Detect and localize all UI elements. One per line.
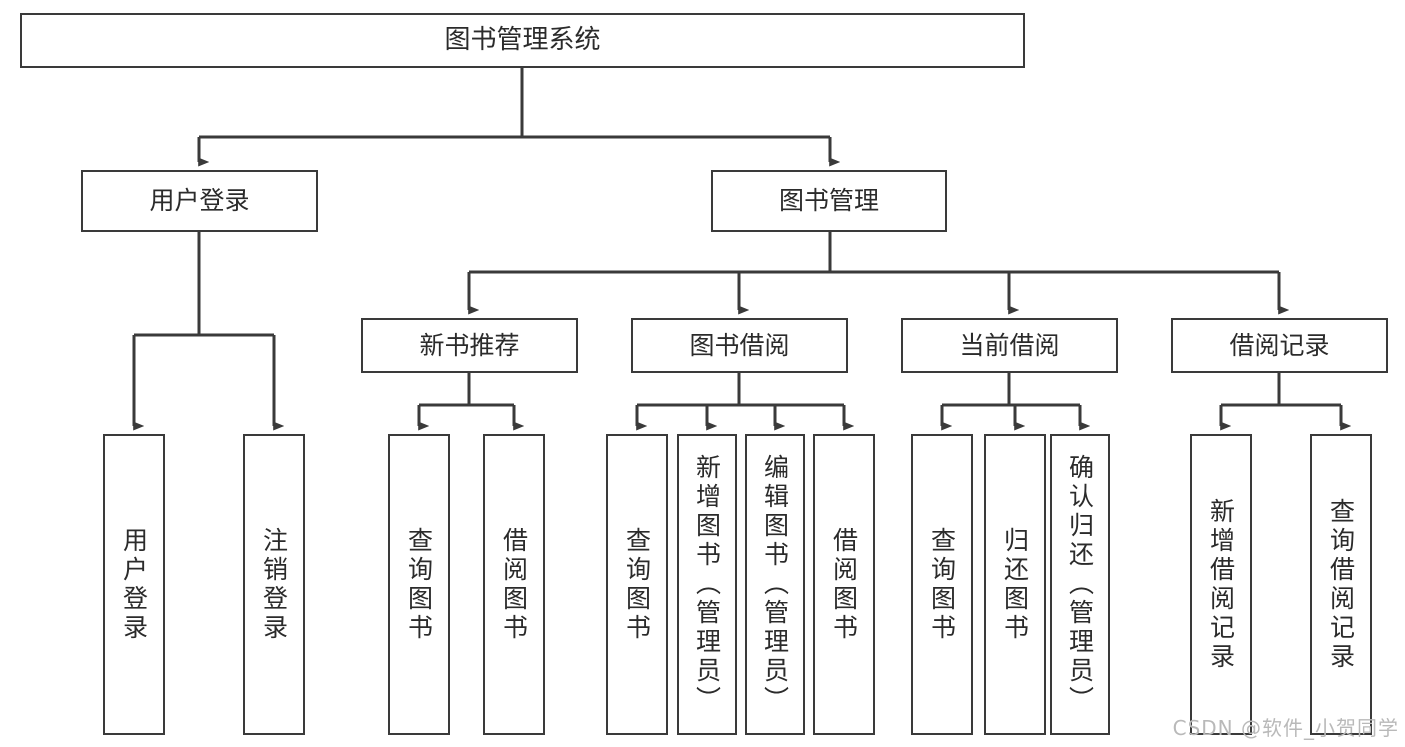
node-leaf-borrow-book-1[interactable]: 借阅图书 xyxy=(483,434,545,735)
node-book-manage[interactable]: 图书管理 xyxy=(711,170,947,232)
node-leaf-add-book[interactable]: 新增图书（管理员） xyxy=(677,434,737,735)
node-label: 新增图书（管理员） xyxy=(692,454,722,715)
node-leaf-query-book-1[interactable]: 查询图书 xyxy=(388,434,450,735)
node-book-borrow[interactable]: 图书借阅 xyxy=(631,318,848,373)
node-label: 当前借阅 xyxy=(959,330,1060,360)
node-label: 编辑图书（管理员） xyxy=(760,454,790,715)
node-label: 新书推荐 xyxy=(419,330,520,360)
node-label: 查询图书 xyxy=(927,526,957,643)
node-leaf-user-logout[interactable]: 注销登录 xyxy=(243,434,305,735)
node-leaf-edit-book[interactable]: 编辑图书（管理员） xyxy=(745,434,805,735)
node-leaf-query-book-2[interactable]: 查询图书 xyxy=(606,434,668,735)
node-borrow-record[interactable]: 借阅记录 xyxy=(1171,318,1388,373)
node-label: 借阅记录 xyxy=(1229,330,1330,360)
node-label: 新增借阅记录 xyxy=(1206,497,1236,672)
node-user-login[interactable]: 用户登录 xyxy=(81,170,318,232)
node-label: 图书管理系统 xyxy=(444,25,601,56)
node-label: 图书管理 xyxy=(778,186,879,216)
node-leaf-confirm-return[interactable]: 确认归还（管理员） xyxy=(1050,434,1110,735)
watermark-text: CSDN @软件_小贺同学 xyxy=(1172,716,1399,740)
node-label: 注销登录 xyxy=(259,526,289,643)
node-leaf-query-book-3[interactable]: 查询图书 xyxy=(911,434,973,735)
node-system-root[interactable]: 图书管理系统 xyxy=(20,13,1025,68)
node-new-book-recommend[interactable]: 新书推荐 xyxy=(361,318,578,373)
node-label: 查询借阅记录 xyxy=(1326,497,1356,672)
node-label: 借阅图书 xyxy=(829,526,859,643)
node-leaf-add-record[interactable]: 新增借阅记录 xyxy=(1190,434,1252,735)
node-leaf-borrow-book-2[interactable]: 借阅图书 xyxy=(813,434,875,735)
node-leaf-query-record[interactable]: 查询借阅记录 xyxy=(1310,434,1372,735)
node-leaf-user-login[interactable]: 用户登录 xyxy=(103,434,165,735)
node-label: 归还图书 xyxy=(1000,526,1030,643)
node-label: 确认归还（管理员） xyxy=(1065,454,1095,715)
node-label: 查询图书 xyxy=(404,526,434,643)
node-label: 用户登录 xyxy=(149,186,250,216)
node-label: 查询图书 xyxy=(622,526,652,643)
node-label: 用户登录 xyxy=(119,526,149,643)
node-label: 图书借阅 xyxy=(689,330,790,360)
node-leaf-return-book[interactable]: 归还图书 xyxy=(984,434,1046,735)
node-label: 借阅图书 xyxy=(499,526,529,643)
node-current-borrow[interactable]: 当前借阅 xyxy=(901,318,1118,373)
